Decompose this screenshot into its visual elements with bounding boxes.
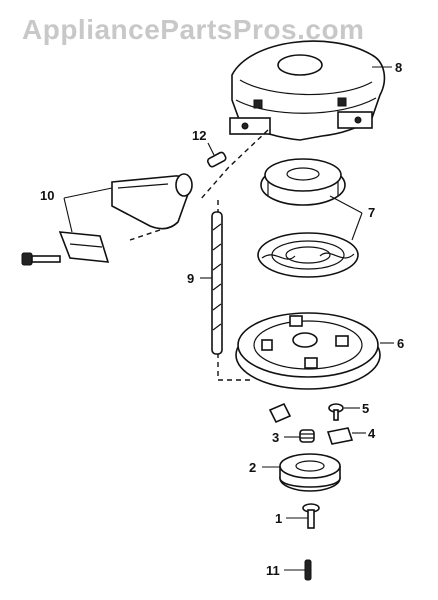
handle-insert-part-10[interactable] <box>58 231 110 263</box>
leader-line-10 <box>63 187 113 233</box>
recoil-spring-cover-part-7[interactable] <box>260 158 346 206</box>
spring-part-3[interactable] <box>299 429 315 443</box>
callout-5: 5 <box>362 401 369 416</box>
rope-guide-part-12[interactable] <box>206 151 227 168</box>
callout-8: 8 <box>395 60 402 75</box>
callout-10: 10 <box>40 188 54 203</box>
screw-part-5[interactable] <box>328 403 344 421</box>
starter-housing-part-8[interactable] <box>229 40 386 141</box>
callout-7: 7 <box>368 205 375 220</box>
handle-screw[interactable] <box>21 252 61 266</box>
callout-4: 4 <box>368 426 376 441</box>
retainer-clip[interactable] <box>268 402 292 424</box>
recoil-spring-part-7[interactable] <box>257 232 359 278</box>
leader-line-12 <box>207 142 215 156</box>
pin-part-11[interactable] <box>304 559 312 581</box>
starter-handle-part-10[interactable] <box>111 173 193 230</box>
retainer-cup-part-2[interactable] <box>279 453 341 492</box>
callout-11: 11 <box>266 563 280 578</box>
callout-1: 1 <box>275 511 282 526</box>
callout-6: 6 <box>397 336 404 351</box>
callout-12: 12 <box>192 128 206 143</box>
screw-part-1[interactable] <box>302 503 320 529</box>
rope-path-dashed-line <box>199 129 269 201</box>
callout-2: 2 <box>249 460 256 475</box>
pulley-part-6[interactable] <box>235 312 381 390</box>
pawl-part-4[interactable] <box>326 427 354 445</box>
leader-line-7 <box>329 195 363 241</box>
starter-rope-part-9[interactable] <box>211 211 223 355</box>
callout-3: 3 <box>272 430 279 445</box>
rope-path-dashed-line-lower <box>129 229 161 241</box>
callout-9: 9 <box>187 271 194 286</box>
rope-path-dashed-line-pulley <box>217 200 250 381</box>
